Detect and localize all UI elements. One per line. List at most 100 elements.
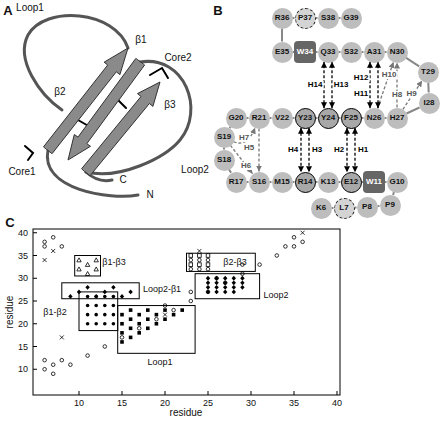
hbond-label: H7 — [238, 134, 250, 142]
contact-point — [94, 294, 98, 299]
residue-circle: N26 — [364, 108, 385, 129]
contact-point — [258, 263, 262, 267]
residue-circle: L7 — [334, 198, 355, 219]
contact-point — [206, 263, 210, 267]
contact-point — [129, 308, 133, 312]
contact-point — [137, 331, 141, 335]
contact-point — [77, 290, 81, 295]
contact-point — [146, 308, 150, 312]
contact-point — [120, 294, 124, 299]
contact-point — [292, 245, 296, 249]
residue-label: G39 — [343, 14, 358, 22]
hbond-arrow — [354, 128, 355, 173]
contact-point — [103, 322, 107, 326]
contact-point — [111, 285, 115, 290]
residue-label: L7 — [339, 204, 348, 212]
contact-point — [43, 358, 47, 362]
figure-part — [118, 100, 126, 108]
hbond-label: H10 — [381, 71, 398, 79]
figure-label: β2 — [54, 87, 65, 97]
protein-ribbon — [24, 16, 190, 197]
residue-circle: Y23 — [295, 108, 316, 129]
contact-point — [51, 363, 55, 367]
residue-circle: I28 — [419, 93, 440, 114]
residue-label: K13 — [321, 178, 336, 186]
contact-point — [301, 231, 305, 235]
contact-point — [146, 327, 150, 331]
contact-point — [120, 336, 124, 340]
figure-label: C — [119, 175, 126, 185]
residue-label: N26 — [367, 114, 382, 122]
contact-point — [94, 295, 98, 299]
residue-label: P9 — [385, 201, 395, 209]
contact-point — [103, 345, 107, 349]
contact-point — [112, 304, 116, 308]
residue-label: G10 — [389, 178, 404, 186]
figure-label: 40 — [332, 399, 342, 408]
hbond-arrow — [300, 128, 301, 173]
residue-label: Y23 — [298, 114, 312, 122]
contact-point — [60, 358, 64, 362]
residue-circle: R21 — [249, 108, 270, 129]
hbond-label: H14 — [307, 81, 324, 89]
hbond-arrow — [378, 62, 394, 108]
figure-stroke — [208, 391, 209, 395]
contact-point — [198, 254, 202, 258]
contact-point — [94, 313, 98, 317]
figure-stroke — [33, 323, 37, 324]
contact-point — [146, 317, 150, 321]
backbone-link — [407, 108, 420, 114]
contact-point — [206, 290, 210, 295]
contact-point — [189, 263, 193, 267]
residue-circle: N30 — [387, 42, 408, 63]
hbond-arrow — [377, 62, 378, 109]
residue-circle: K6 — [311, 198, 332, 219]
contact-point — [206, 290, 210, 294]
contact-point — [214, 285, 218, 290]
contact-point — [198, 258, 202, 262]
residue-circle: Q33 — [318, 42, 339, 63]
contact-point — [180, 308, 184, 312]
residue-circle: T29 — [418, 62, 439, 83]
region-box — [62, 283, 139, 299]
contact-point — [137, 327, 141, 331]
residue-circle: S19 — [214, 127, 235, 148]
residue-label: S38 — [321, 14, 335, 22]
contact-point — [155, 317, 159, 321]
residue-label: S16 — [252, 178, 266, 186]
contact-point — [292, 236, 296, 240]
residue-circle: W11 — [363, 171, 385, 193]
hbond-label: H12 — [353, 74, 370, 82]
contact-point — [103, 313, 107, 317]
residue-label: T29 — [421, 68, 435, 76]
contact-point — [197, 249, 201, 253]
contact-point — [223, 281, 227, 285]
contact-point — [206, 280, 210, 285]
contact-point — [206, 267, 210, 271]
contact-point — [85, 262, 89, 266]
contact-point — [94, 322, 98, 326]
residue-circle: R14 — [295, 172, 316, 193]
residue-label: F25 — [344, 114, 358, 122]
residue-circle: S18 — [214, 150, 235, 171]
contact-point — [223, 280, 227, 285]
contact-point — [284, 245, 288, 249]
figure-label: Loop1 — [147, 358, 172, 367]
residue-label: P8 — [362, 203, 372, 211]
contact-point — [94, 267, 98, 271]
contact-map — [33, 229, 340, 395]
residue-circle: K13 — [318, 172, 339, 193]
panel-letter: B — [213, 4, 222, 17]
residue-label: V22 — [275, 114, 289, 122]
residue-label: I28 — [423, 99, 434, 107]
contact-point — [206, 285, 210, 290]
residue-label: R21 — [252, 114, 267, 122]
hbond-label: H2 — [333, 146, 345, 154]
region-box — [75, 256, 101, 276]
figure-label: 30 — [246, 399, 256, 408]
contact-point — [103, 295, 107, 299]
contact-point — [86, 304, 90, 308]
residue-label: R36 — [275, 14, 290, 22]
contact-point — [112, 322, 116, 326]
